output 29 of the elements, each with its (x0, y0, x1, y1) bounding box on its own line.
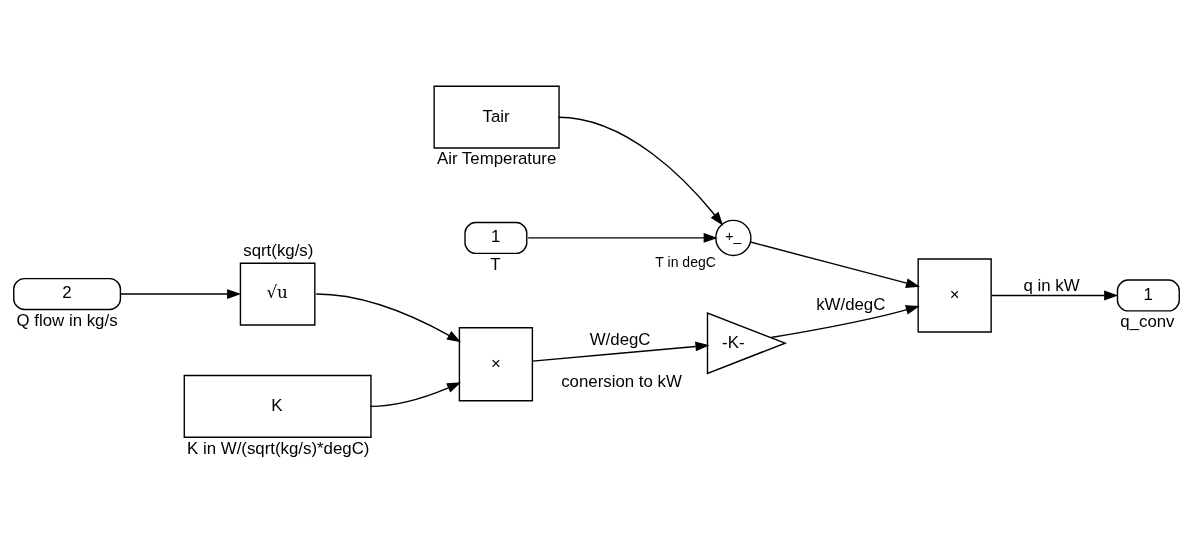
node-label: sqrt(kg/s) (243, 240, 314, 260)
node-box: 1 (464, 221, 528, 254)
node-label: Air Temperature (436, 148, 557, 168)
node-box: √u (239, 261, 316, 326)
node-label: q_conv (1120, 311, 1175, 331)
edge-label: W/degC (589, 329, 651, 349)
node-box: K (183, 374, 372, 438)
node-label: K in W/(sqrt(kg/s)*degC) (187, 438, 370, 458)
edge-label: q in kW (1023, 275, 1080, 295)
node-label: T (490, 254, 501, 274)
node-label: T in degC (655, 253, 716, 270)
arrow (749, 240, 920, 288)
node-box: 1 (1116, 278, 1180, 312)
arrow (770, 304, 920, 338)
arrow (119, 288, 242, 299)
node-circle: +_ (715, 219, 752, 256)
node-box: Tair (433, 85, 560, 149)
arrow (527, 232, 718, 243)
node-box: × (458, 326, 534, 401)
node-box: × (917, 257, 992, 333)
node-label: conersion to kW (561, 371, 682, 391)
node-label: Q flow in kg/s (16, 310, 118, 330)
arrow (315, 292, 462, 342)
arrow (531, 341, 710, 362)
node-box: 2 (13, 277, 122, 310)
arrow (990, 290, 1119, 300)
arrow (557, 116, 724, 226)
edge-label: kW/degC (816, 294, 886, 314)
arrow (369, 381, 462, 407)
